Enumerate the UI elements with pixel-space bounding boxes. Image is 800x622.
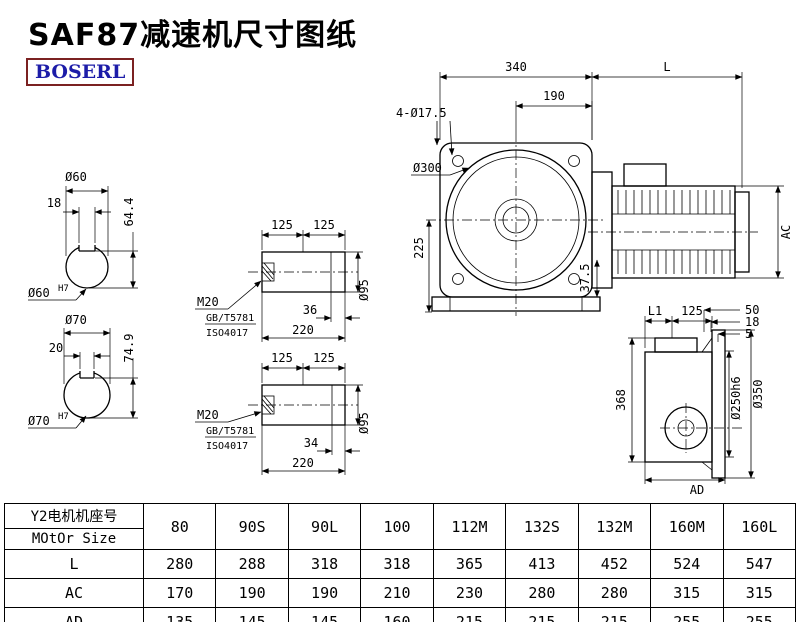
dim-front-centerheight: 225 [412, 237, 426, 259]
motor-size-table: Y2电机机座号 MOtOr Size 80 90S 90L 100 112M 1… [4, 503, 796, 622]
dim-shafttop-keylen: 36 [303, 303, 317, 317]
page-title: SAF87减速机尺寸图纸 [28, 18, 358, 53]
dim-shafttop-length: 220 [292, 323, 314, 337]
col-header: 90L [287, 503, 362, 550]
dim-shaftbot-length: 220 [292, 456, 314, 470]
label-shaftbot-std2: ISO4017 [206, 441, 248, 452]
dim-shaft70-keywidth: 20 [49, 341, 63, 355]
dim-front-foot: 37.5 [578, 264, 592, 293]
table-cell: 547 [722, 549, 796, 579]
table-cell: 365 [432, 549, 507, 579]
label-shaft60-bore: Ø60 [28, 286, 50, 300]
label-shaft70-bore: Ø70 [28, 414, 50, 428]
side-view: L1 125 50 18 5 368 Ø250h6 Ø350 AD [614, 303, 765, 497]
shaft-side-view-top: 125 125 36 220 Ø95 M20 GB/T5781 ISO4017 [195, 218, 371, 342]
row-label: L [4, 549, 144, 579]
table-cell: 215 [432, 607, 507, 622]
table-corner-line2: MOtOr Size [31, 531, 117, 547]
table-cell: 135 [142, 607, 217, 622]
technical-drawing: Ø60 18 64.4 Ø60 H7 Ø70 20 [28, 60, 793, 497]
col-header: 160M [650, 503, 724, 550]
table-cell: 210 [360, 578, 434, 608]
dim-front-motorlen: L [663, 60, 670, 74]
table-cell: 318 [360, 549, 434, 579]
table-cell: 255 [650, 607, 724, 622]
table-cell: 230 [432, 578, 507, 608]
table-corner-cell: Y2电机机座号 MOtOr Size [4, 503, 144, 550]
label-shaftbot-std1: GB/T5781 [206, 426, 254, 437]
table-cell: 280 [505, 578, 579, 608]
dim-side-ad: AD [690, 483, 704, 497]
table-cell: 280 [577, 578, 652, 608]
label-front-holes: 4-Ø17.5 [396, 106, 447, 120]
dim-shaft60-keywidth: 18 [47, 196, 61, 210]
dim-side-seg: 125 [681, 304, 703, 318]
dim-side-flange: Ø350 [751, 380, 765, 409]
col-header: 90S [215, 503, 289, 550]
label-shaft70-bore-tol: H7 [58, 412, 69, 422]
col-header: 112M [432, 503, 507, 550]
table-cell: 160 [360, 607, 434, 622]
dim-shaftbot-dia: Ø95 [357, 412, 371, 434]
shaft-70-section-view: Ø70 20 74.9 Ø70 H7 [28, 313, 138, 429]
table-cell: 215 [505, 607, 579, 622]
table-cell: 170 [142, 578, 217, 608]
table-row-L: L 280 288 318 318 365 413 452 524 547 [4, 549, 796, 579]
shaft-60-section-view: Ø60 18 64.4 Ø60 H7 [28, 170, 138, 301]
table-row-AD: AD 135 145 145 160 215 215 215 255 255 [4, 607, 796, 622]
table-cell: 315 [722, 578, 796, 608]
dim-side-l1: L1 [648, 304, 662, 318]
dim-side-height: 368 [614, 389, 628, 411]
dim-shaft60-depth: 64.4 [122, 198, 136, 227]
row-label: AD [4, 607, 144, 622]
dim-shafttop-dia: Ø95 [357, 279, 371, 301]
dim-side-spigot: Ø250h6 [729, 376, 743, 419]
dim-front-width: 340 [505, 60, 527, 74]
dim-side-18: 18 [745, 315, 759, 329]
dim-side-50: 50 [745, 303, 759, 317]
table-header-row: Y2电机机座号 MOtOr Size 80 90S 90L 100 112M 1… [4, 503, 796, 550]
dim-shaft70-dia: Ø70 [65, 313, 87, 327]
label-shafttop-std1: GB/T5781 [206, 313, 254, 324]
table-cell: 145 [215, 607, 289, 622]
dim-shaft70-depth: 74.9 [122, 334, 136, 363]
front-view: 340 L 190 4-Ø17.5 Ø300 225 37.5 AC [396, 60, 793, 316]
table-cell: 524 [650, 549, 724, 579]
shaft-side-view-bottom: 125 125 34 220 Ø95 M20 GB/T5781 ISO4017 [195, 351, 371, 475]
table-cell: 190 [215, 578, 289, 608]
table-row-AC: AC 170 190 190 210 230 280 280 315 315 [4, 578, 796, 608]
label-shaftbot-thread: M20 [197, 408, 219, 422]
col-header: 160L [722, 503, 796, 550]
table-corner-line1: Y2电机机座号 [5, 506, 143, 529]
table-cell: 318 [287, 549, 362, 579]
label-front-flange-dia: Ø300 [413, 161, 442, 175]
table-cell: 452 [577, 549, 652, 579]
table-cell: 145 [287, 607, 362, 622]
table-cell: 280 [142, 549, 217, 579]
col-header: 80 [142, 503, 217, 550]
dim-shaftbot-seg2: 125 [313, 351, 335, 365]
table-cell: 255 [722, 607, 796, 622]
col-header: 132M [577, 503, 652, 550]
dim-shaftbot-keylen: 34 [304, 436, 318, 450]
dim-shaftbot-seg1: 125 [271, 351, 293, 365]
table-cell: 413 [505, 549, 579, 579]
row-label: AC [4, 578, 144, 608]
dim-shafttop-seg1: 125 [271, 218, 293, 232]
label-shafttop-std2: ISO4017 [206, 328, 248, 339]
dim-front-offset: 190 [543, 89, 565, 103]
label-shaft60-bore-tol: H7 [58, 284, 69, 294]
table-cell: 215 [577, 607, 652, 622]
table-cell: 190 [287, 578, 362, 608]
col-header: 132S [505, 503, 579, 550]
dim-front-ac: AC [779, 225, 793, 239]
label-shafttop-thread: M20 [197, 295, 219, 309]
dim-shafttop-seg2: 125 [313, 218, 335, 232]
brand-logo: BOSERL [26, 58, 135, 86]
table-cell: 315 [650, 578, 724, 608]
dim-shaft60-dia: Ø60 [65, 170, 87, 184]
col-header: 100 [360, 503, 434, 550]
table-cell: 288 [215, 549, 289, 579]
